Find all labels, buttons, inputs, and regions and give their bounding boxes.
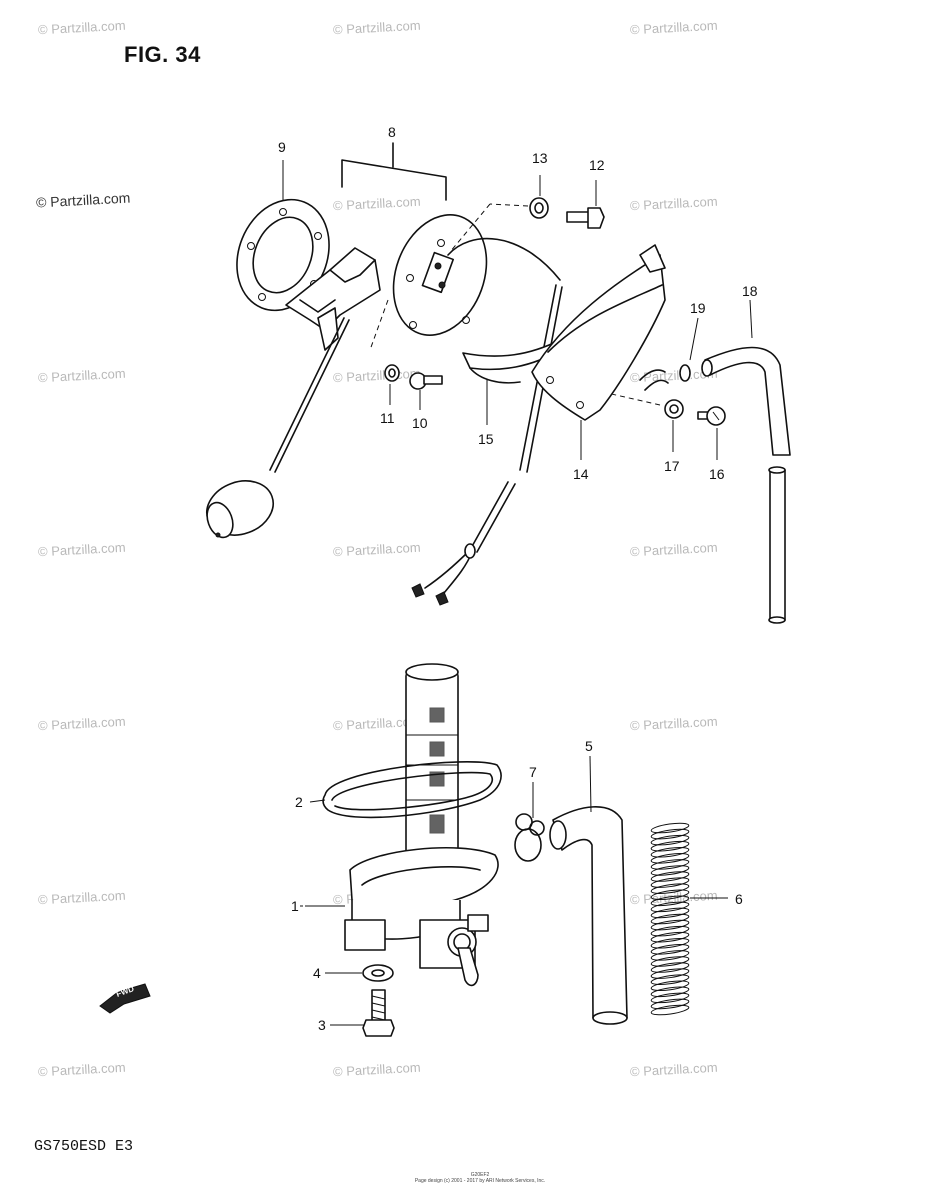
callout-11: 11 [380,410,395,426]
part-17-washer [664,399,684,452]
callout-10: 10 [412,415,428,431]
callout-17: 17 [664,458,680,474]
callout-12: 12 [589,157,605,173]
spring-coil [650,968,690,979]
part-11-washer [384,364,400,405]
spring-coil [650,974,690,985]
spring-coil [650,907,690,919]
spring-coil [650,992,690,1004]
callout-7: 7 [529,764,537,780]
part-13-washer [529,175,549,219]
callout-1: 1 [291,898,299,914]
spring-coil [650,919,690,931]
callout-14: 14 [573,466,589,482]
spring-coil [650,950,690,961]
spring-coil [650,986,690,998]
callout-4: 4 [313,965,321,981]
callout-5: 5 [585,738,593,754]
spring-coil [650,853,690,864]
callout-19: 19 [690,300,706,316]
part-6-spring [650,822,690,1016]
model-region: E3 [115,1138,134,1155]
spring-coil [650,944,690,955]
callout-18: 18 [742,283,758,299]
fuel-gauge-sender [206,214,563,606]
model-code: GS750ESD E3 [34,1138,133,1155]
part-3-bolt [330,989,395,1037]
spring-coil [650,956,690,967]
part-14-cover [531,244,669,460]
part-12-bolt [566,180,605,229]
part-5-hose [549,755,628,1025]
spring-coil [650,901,690,913]
spring-coil [650,998,690,1010]
callout-3: 3 [318,1017,326,1033]
spring-coil [650,834,690,846]
callout-15: 15 [478,431,494,447]
model-name: GS750ESD [34,1138,107,1155]
footer-code: G20EF2 [470,1172,490,1178]
spring-coil [650,828,690,840]
callout-16: 16 [709,466,725,482]
spring-coil [650,938,690,949]
part-4-washer [325,964,394,982]
spring-coil [650,877,690,888]
callout-13: 13 [532,150,548,166]
spring-coil [650,1004,690,1016]
page-footer: G20EF2 Page design (c) 2001 - 2017 by AR… [400,1172,560,1184]
fwd-arrow-icon [99,983,151,1014]
figure-title: FIG. 34 [124,42,201,67]
spring-coil [650,871,690,882]
spring-coil [650,883,690,894]
part-9-gasket [236,160,330,312]
spring-coil [650,840,690,852]
spring-coil [650,962,690,973]
callout-8: 8 [388,124,396,140]
part-2-oring [309,761,502,819]
part-16-screw [697,406,726,460]
spring-coil [650,895,690,907]
spring-coil [650,980,690,991]
part-18-hose [701,299,791,624]
spring-coil [650,889,690,900]
bracket-8 [341,142,447,201]
part-19-oring [679,317,699,382]
part-7-clip [514,782,545,862]
spring-coil [650,859,690,870]
spring-coil [650,913,690,925]
callout-6: 6 [735,891,743,907]
spring-coil [650,931,690,943]
spring-coil [650,822,690,834]
callout-9: 9 [278,139,286,155]
callout-2: 2 [295,794,303,810]
spring-coil [650,925,690,937]
part-10-screw [409,372,443,410]
spring-coil [650,847,690,858]
footer-copyright: Page design (c) 2001 - 2017 by ARI Netwo… [414,1178,546,1184]
part-1-fuel-cock [305,663,499,987]
spring-coil [650,865,690,876]
